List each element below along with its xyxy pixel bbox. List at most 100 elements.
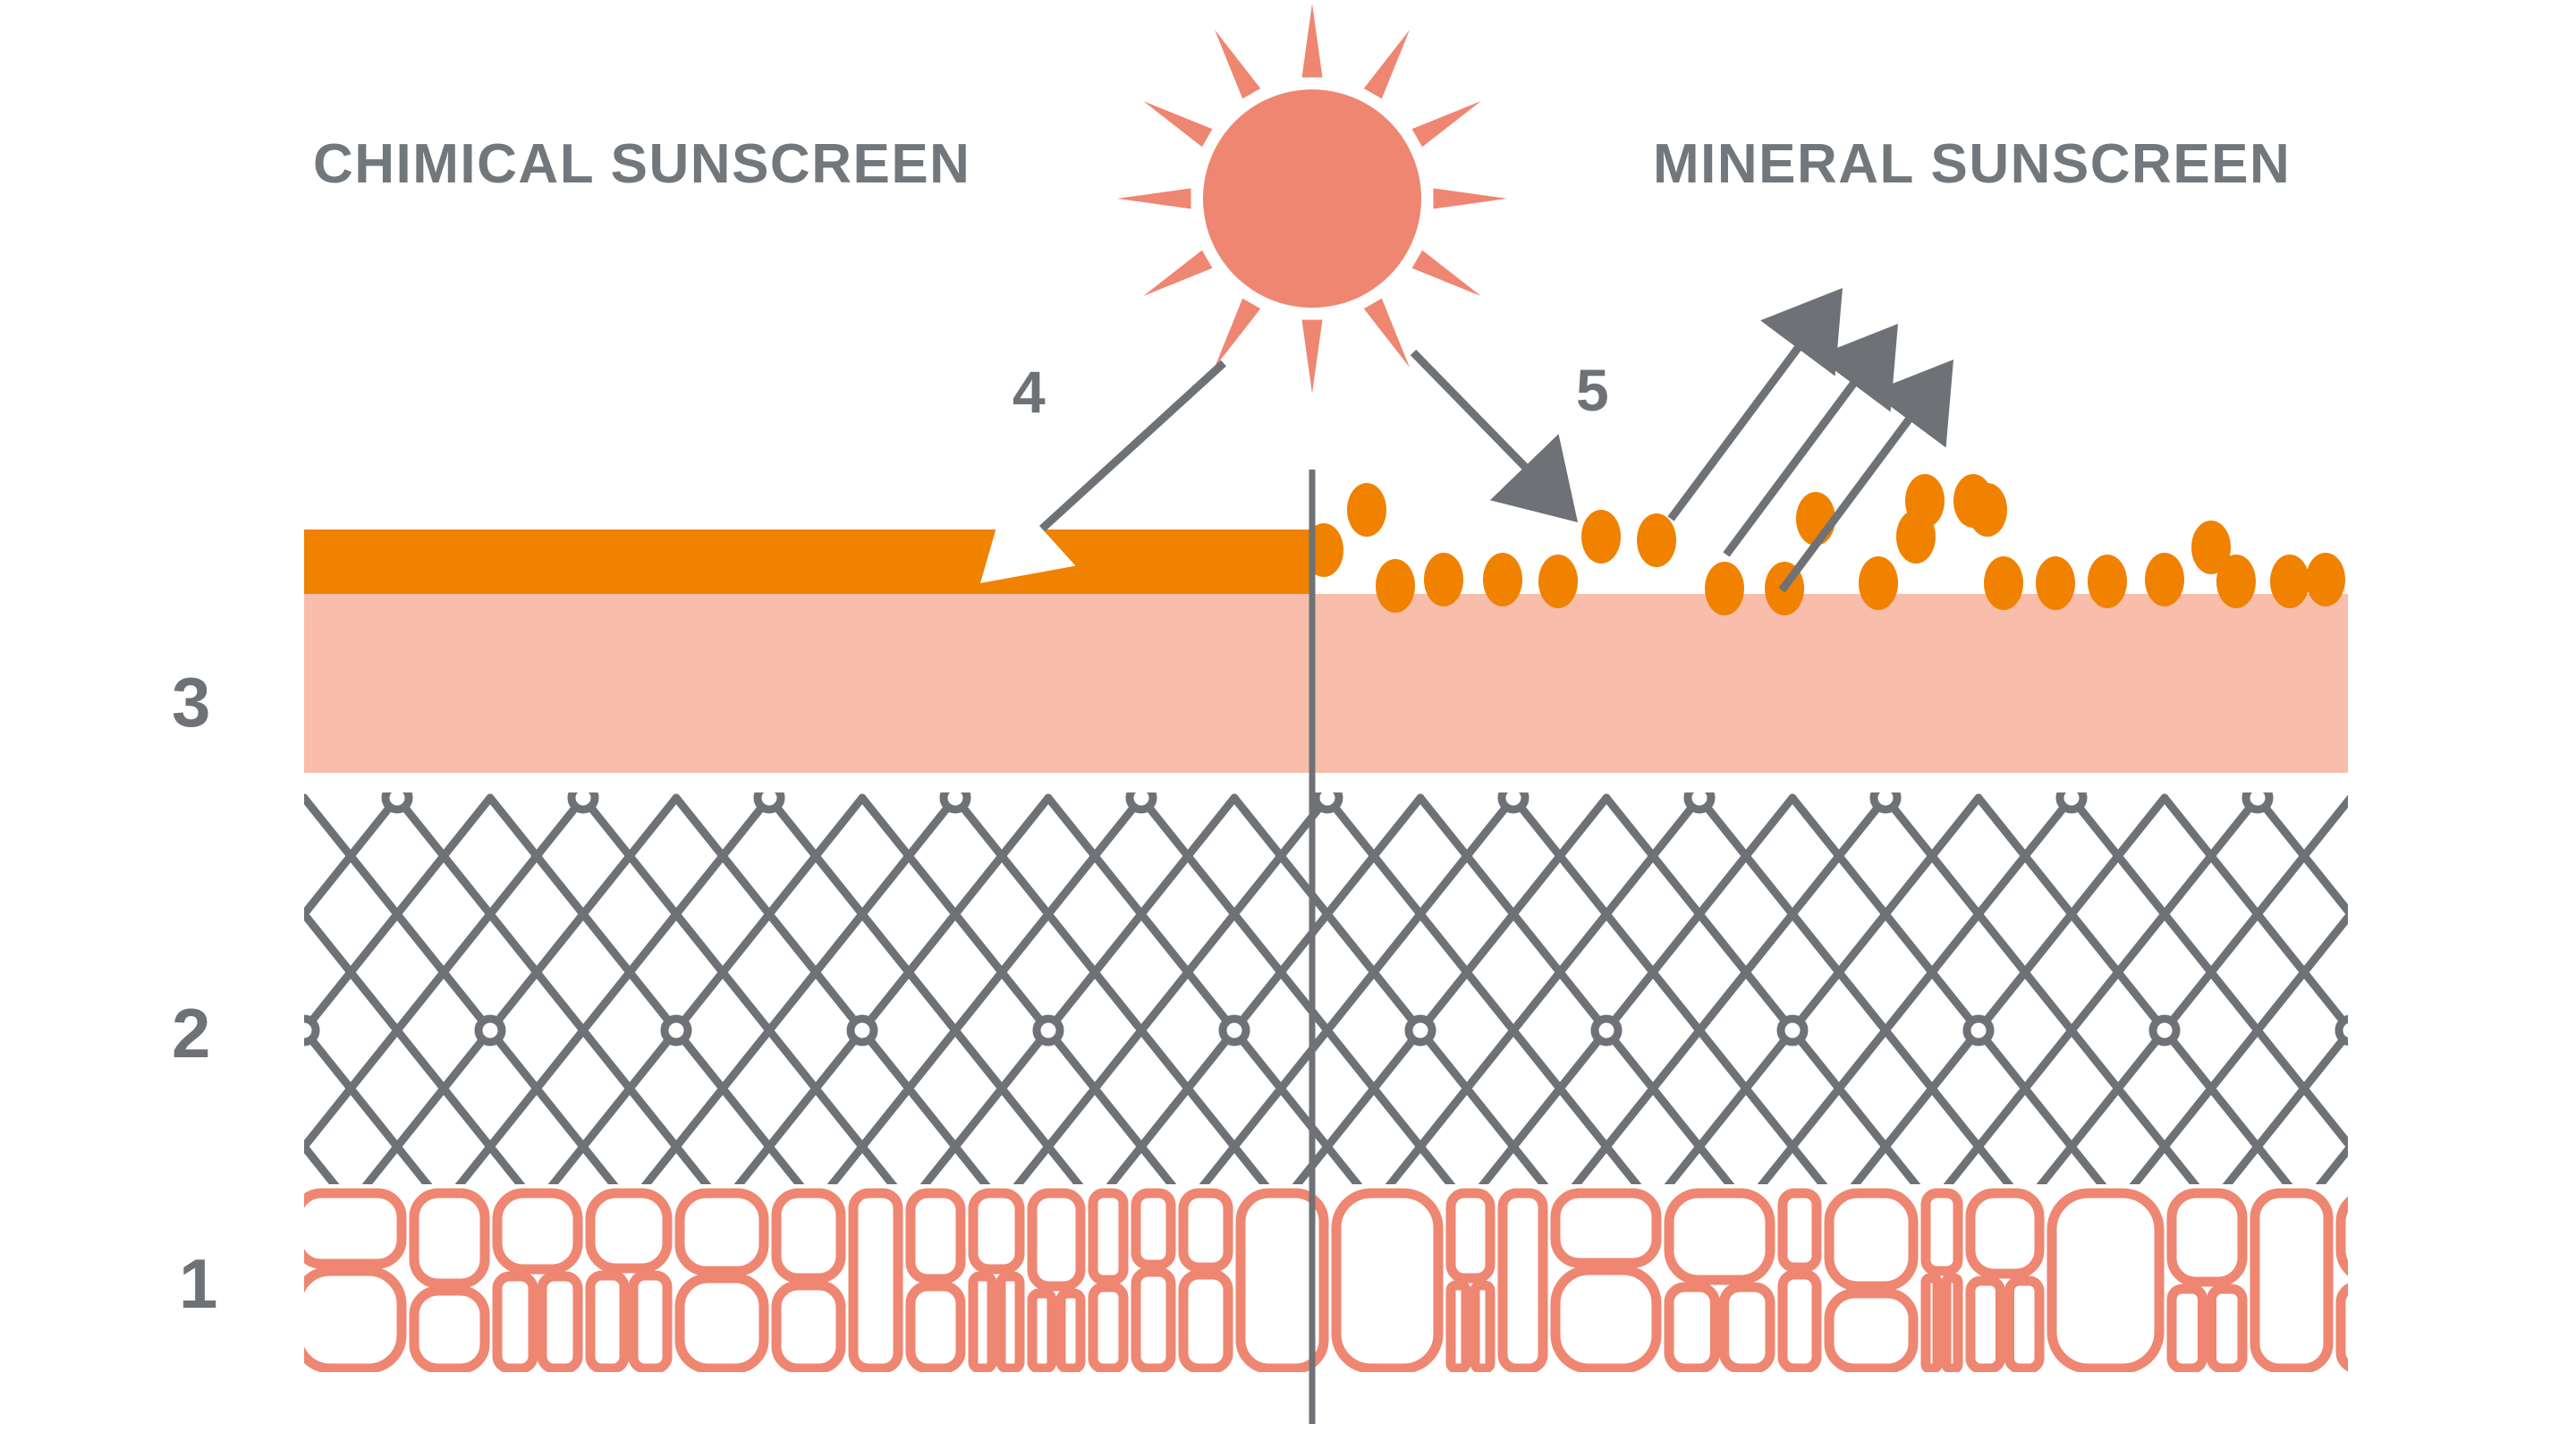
sun-ray [1117,188,1191,209]
sun-disk [1203,89,1421,308]
fat-cell [1445,1280,1471,1372]
lattice-node [1032,1014,1064,1046]
lattice-node [1962,1014,1995,1046]
lattice-line [2253,793,2348,918]
fat-cell [1131,1267,1176,1372]
fat-cell [492,1271,538,1372]
lattice-node [1497,792,1530,814]
fat-cell [1965,1188,2045,1279]
sun-ray [1411,250,1481,296]
mineral-particle [2306,553,2345,606]
fat-cell [1088,1188,1129,1285]
fat-cell [1088,1282,1129,1372]
lattice-line [2351,798,2576,1263]
mineral-particle [1984,556,2023,610]
fat-cell [1470,1280,1496,1372]
lattice-node [1683,792,1716,814]
sun-ray [1411,101,1481,148]
lattice-node [304,1014,320,1046]
fat-cell [771,1280,846,1372]
lattice-node [1869,792,1902,814]
sun-ray [1215,30,1261,99]
fat-cell [1920,1273,1943,1372]
layer-label-dermis: 2 [172,994,211,1072]
lattice-node [1404,1014,1436,1046]
fat-cell [585,1188,673,1274]
mineral-particle [1538,555,1578,608]
fat-cell [1920,1188,1963,1276]
fat-cell [537,1271,583,1372]
incoming-arrow-head [1489,434,1578,522]
lattice-node [1874,1251,1897,1275]
mineral-particle [1705,562,1744,615]
lattice-line [1757,793,2076,1184]
layer-label-epidermis: 3 [172,663,211,741]
lattice-line [2160,793,2348,1034]
lattice-line [640,793,960,1184]
fat-cell [409,1285,490,1372]
lattice-node [1311,792,1343,814]
reflected-arrow-line [1778,402,1924,593]
lattice-node [199,786,223,809]
dermis-lattice [0,786,2576,1275]
lattice-line [2444,798,2576,1263]
lattice-line [826,793,1146,1184]
incoming-arrow-5 [1410,349,1578,522]
fat-cell [1664,1188,1775,1285]
mineral-particle [2088,555,2127,608]
chemical-sunscreen-film [304,530,1312,594]
mineral-particle [1376,559,1415,613]
mineral-particle [2145,553,2184,606]
mineral-particle [1581,510,1621,564]
fat-cell [2046,1188,2165,1372]
mineral-particle [2191,521,2231,574]
lattice-node [2148,1014,2181,1046]
sun-icon [1117,4,1507,394]
fat-cell [2166,1188,2248,1287]
fat-cell [1027,1188,1086,1292]
mineral-particle [1637,513,1676,567]
lattice-node [1688,1251,1711,1275]
lattice-line [304,793,402,921]
fat-cell [1055,1288,1086,1372]
sun-ray [1143,101,1213,148]
lattice-node [846,1014,878,1046]
lattice-node [474,1014,506,1046]
reflected-arrows [1667,288,1953,593]
lattice-line [1013,793,1332,1184]
lattice-line [1571,793,1890,1184]
mineral-particle [1483,553,1522,606]
fat-cell [2207,1284,2248,1372]
fat-cell [585,1270,630,1372]
lattice-node [1776,1014,1809,1046]
hypodermis-cells [304,1188,2445,1372]
fat-cell [1965,1275,2005,1372]
sun-ray [1433,188,1507,209]
fat-cell [1719,1282,1775,1372]
lattice-line [2346,794,2348,801]
mineral-particle [2036,556,2075,610]
fat-cell [1331,1188,1444,1372]
fat-cell [1497,1188,1548,1372]
fat-cell [304,1266,407,1372]
fat-cell [2397,1286,2445,1368]
mineral-particle [2216,555,2256,608]
fat-cell [1777,1269,1822,1372]
fat-cell [1178,1188,1233,1273]
fat-cell [1664,1282,1720,1372]
sun-ray [1363,298,1410,368]
lattice-line [0,798,118,1263]
sun-ray [1215,298,1261,368]
lattice-node [1218,1014,1250,1046]
lattice-line [0,798,304,1263]
fat-cell [2250,1188,2334,1372]
lattice-line [304,793,309,805]
lattice-line [2129,911,2348,1184]
fat-cell [1941,1273,1963,1372]
fat-cell [1777,1188,1822,1273]
fat-cell [771,1188,846,1284]
absorb-arrow-head [980,490,1076,583]
lattice-node [1590,1014,1623,1046]
sun-ray [1363,30,1410,99]
